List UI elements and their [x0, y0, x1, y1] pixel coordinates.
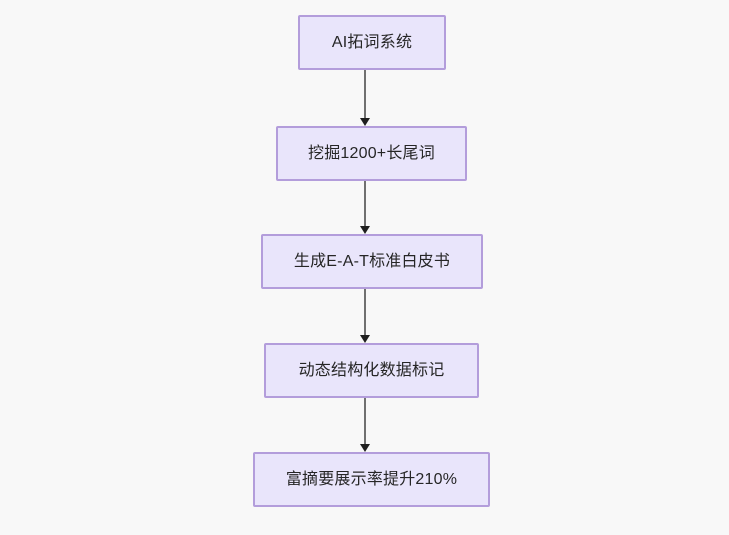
flowchart-node-n3[interactable]: 生成E-A-T标准白皮书 [261, 234, 483, 289]
flowchart-edge-n4-n5 [358, 398, 372, 452]
edge-line [364, 398, 366, 445]
arrowhead-down-icon [360, 226, 370, 234]
node-label: AI拓词系统 [331, 33, 413, 51]
flowchart-node-n5[interactable]: 富摘要展示率提升210% [253, 452, 490, 507]
arrowhead-down-icon [360, 444, 370, 452]
arrowhead-down-icon [360, 335, 370, 343]
arrowhead-down-icon [360, 118, 370, 126]
flowchart-edge-n2-n3 [358, 181, 372, 234]
edge-line [364, 70, 366, 119]
node-label: 挖掘1200+长尾词 [308, 144, 435, 162]
edge-line [364, 181, 366, 227]
node-label: 富摘要展示率提升210% [285, 470, 458, 488]
flowchart-node-n1[interactable]: AI拓词系统 [298, 15, 446, 70]
node-label: 动态结构化数据标记 [298, 361, 445, 379]
flowchart-node-n4[interactable]: 动态结构化数据标记 [264, 343, 479, 398]
flowchart-edge-n3-n4 [358, 289, 372, 343]
flowchart-node-n2[interactable]: 挖掘1200+长尾词 [276, 126, 467, 181]
edge-line [364, 289, 366, 336]
node-label: 生成E-A-T标准白皮书 [293, 252, 451, 270]
flowchart-edge-n1-n2 [358, 70, 372, 126]
